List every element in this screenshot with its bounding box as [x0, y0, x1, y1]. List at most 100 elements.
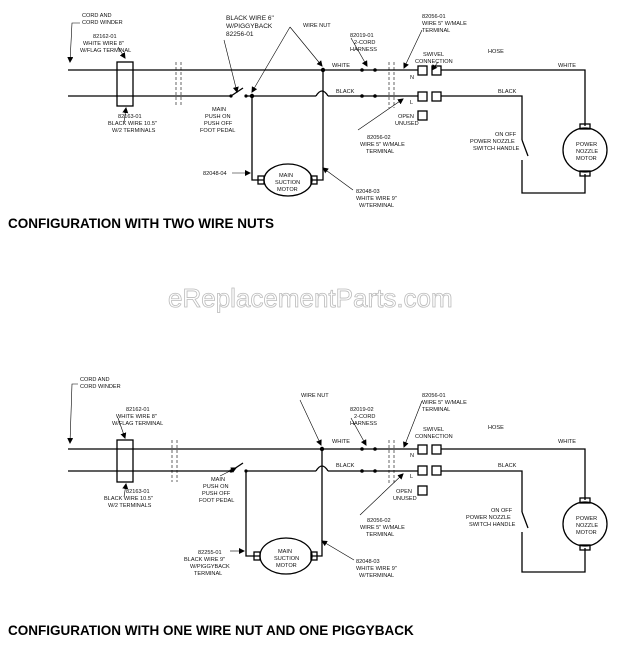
motor-lead-right [311, 70, 324, 181]
hose-black-label: BLACK [498, 89, 517, 95]
main-suction-motor [259, 537, 313, 575]
black-wire-2term-label: BLACK WIRE 10.5" [108, 121, 157, 127]
black-wire-label: BLACK [336, 89, 355, 95]
nozzle-motor-brush [579, 497, 591, 504]
cord-winder-label: CORD AND [80, 377, 110, 383]
leader-arrow [223, 39, 239, 93]
open-unused-label: UNUSED [395, 121, 419, 127]
swivel-terminal-n [417, 444, 428, 455]
leader-arrow [117, 46, 126, 59]
swivel-label: CONNECTION [415, 59, 453, 65]
wire-82056-01-label: 82056-01 [422, 393, 446, 399]
motor-right-part-label: W/TERMINAL [359, 573, 394, 579]
diagram-wire-nut-and-piggyback: CORD AND CORD WINDER 82162-01 WHITE WIRE… [8, 377, 608, 638]
nozzle-motor-label: POWER [576, 516, 597, 522]
black-wire-piggy-label: BLACK WIRE 6" [226, 15, 275, 22]
harness-label: HARNESS [350, 47, 377, 53]
leader-arrow [431, 61, 439, 71]
motor-right-part-label: 82048-03 [356, 189, 380, 195]
harness-label: 82019-02 [350, 407, 374, 413]
neutral-label: N [410, 453, 414, 459]
swivel-terminal-n [417, 65, 428, 76]
white-wire-flag-label: W/FLAG TERMINAL [80, 48, 131, 54]
motor-right-part-label: WHITE WIRE 9" [356, 196, 397, 202]
main-switch-label: FOOT PEDAL [200, 128, 235, 134]
black-wire-2term-label: 82163-01 [118, 114, 142, 120]
main-switch-label: FOOT PEDAL [199, 498, 234, 504]
neutral-label: N [410, 75, 414, 81]
open-unused-label: UNUSED [393, 496, 417, 502]
wire-82056-02-label: WIRE 5" W/MALE [360, 142, 405, 148]
wire-82056-02-label: TERMINAL [366, 149, 394, 155]
piggyback-wire-label: 82255-01 [198, 550, 222, 556]
leader-arrow [403, 400, 423, 448]
leader-arrow [117, 417, 127, 439]
cord-winder-label: CORD WINDER [80, 384, 121, 390]
swivel-socket-n [431, 65, 442, 76]
main-switch-label: MAIN [211, 477, 225, 483]
hose-label: HOSE [488, 49, 504, 55]
wire-82056-02-label: 82056-02 [367, 135, 391, 141]
hose-white-label: WHITE [558, 439, 576, 445]
swivel-label: SWIVEL [423, 427, 444, 433]
nozzle-switch-label: SWITCH HANDLE [473, 146, 520, 152]
leader-arrow [67, 22, 80, 63]
harness-connector [360, 68, 364, 72]
power-nozzle-motor [562, 501, 608, 547]
nozzle-motor-label: POWER [576, 142, 597, 148]
wire-82056-01-label: 82056-01 [422, 14, 446, 20]
nozzle-return-wire [521, 160, 586, 194]
hose-white-wire [441, 69, 586, 126]
main-switch-label: PUSH ON [203, 484, 229, 490]
white-wire-flag-label: WHITE WIRE 8" [83, 41, 124, 47]
black-wire-2term-label: W/2 TERMINALS [108, 503, 152, 509]
nozzle-switch-label: ON OFF [491, 508, 513, 514]
wire-82056-01-label: TERMINAL [422, 407, 450, 413]
nozzle-switch-label: POWER NOZZLE [470, 139, 515, 145]
swivel-socket-l [431, 465, 442, 476]
harness-connector [373, 94, 377, 98]
cord-winder-spool [116, 439, 134, 483]
wire-82056-02-label: WIRE 5" W/MALE [360, 525, 405, 531]
nozzle-motor-label: MOTOR [576, 156, 597, 162]
leader-arrow [299, 399, 322, 446]
leader-arrow [350, 37, 368, 67]
switch-contact [244, 94, 248, 98]
swivel-socket-n [431, 444, 442, 455]
harness-connector [360, 447, 364, 451]
leader-arrow [122, 483, 129, 498]
hose-black-wire [441, 470, 523, 512]
wire-82056-01-label: WIRE 5" W/MALE [422, 21, 467, 27]
line-label: L [410, 100, 413, 106]
cord-winder-label: CORD WINDER [82, 20, 123, 26]
wire-82056-01-label: TERMINAL [422, 28, 450, 34]
motor-terminal [310, 551, 318, 561]
piggyback-wire-label: BLACK WIRE 9" [184, 557, 225, 563]
swivel-terminal-l [417, 465, 428, 476]
main-motor-label: SUCTION [275, 180, 300, 186]
motor-right-part-label: W/TERMINAL [359, 203, 394, 209]
main-motor-label: MAIN [279, 173, 293, 179]
main-motor-label: MOTOR [277, 187, 298, 193]
nozzle-motor-label: NOZZLE [576, 149, 598, 155]
harness-label: 82019-01 [350, 33, 374, 39]
hose-label: HOSE [488, 425, 504, 431]
switch-contact [229, 94, 233, 98]
cord-winder-spool [116, 61, 134, 107]
nozzle-return-wire [521, 532, 586, 573]
leader-arrow [321, 540, 355, 561]
white-wire-label: WHITE [332, 63, 350, 69]
black-wire-piggy-label: 82256-01 [226, 31, 254, 38]
watermark: eReplacementParts.com [168, 283, 453, 313]
motor-lead-left [251, 96, 264, 181]
nozzle-motor-brush [579, 544, 591, 551]
main-switch-label: MAIN [212, 107, 226, 113]
harness-label: HARNESS [350, 421, 377, 427]
hose-black-wire [441, 95, 523, 140]
white-wire-flag-label: 82162-01 [126, 407, 150, 413]
nozzle-switch-label: SWITCH HANDLE [469, 522, 516, 528]
wire-crossover [315, 90, 329, 97]
harness-label: 2-CORD [354, 40, 375, 46]
main-motor-label: MOTOR [276, 563, 297, 569]
